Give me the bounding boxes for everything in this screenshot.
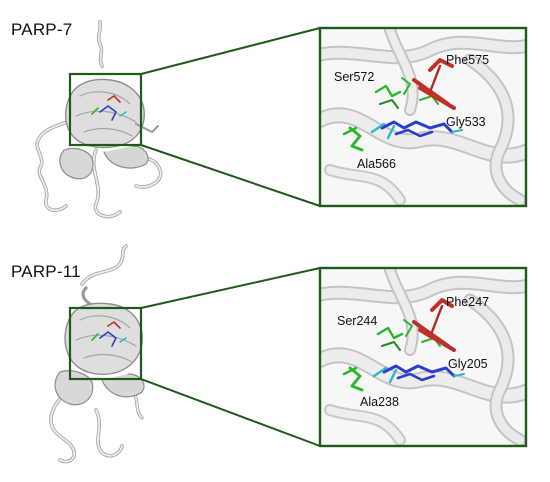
parp7-residue-gly: Gly533 — [446, 115, 486, 129]
parp11-zoom-panel: Ser244 Phe247 Gly205 Ala238 — [320, 268, 526, 446]
parp11-zoom-frame — [318, 266, 528, 448]
panel-title-parp7: PARP-7 — [11, 20, 73, 39]
parp7-residue-phe: Phe575 — [446, 53, 489, 67]
parp7-residue-ser: Ser572 — [334, 70, 374, 84]
parp7-residue-ala: Ala566 — [357, 157, 396, 171]
parp7-zoom-lines — [140, 27, 321, 207]
parp11-residue-ala: Ala238 — [360, 395, 399, 409]
parp11-zoom-lines — [140, 267, 321, 447]
parp7-zoom-frame — [318, 26, 528, 208]
parp7-zoom-panel: Ser572 Phe575 Gly533 Ala566 — [320, 28, 526, 206]
parp11-residue-gly: Gly205 — [448, 357, 488, 371]
parp7-selection-box — [68, 72, 143, 147]
panel-title-parp11: PARP-11 — [11, 262, 81, 281]
parp11-residue-phe: Phe247 — [446, 295, 489, 309]
parp7-overview-structure — [35, 20, 163, 219]
parp11-selection-box — [68, 306, 143, 381]
parp11-residue-ser: Ser244 — [337, 314, 377, 328]
